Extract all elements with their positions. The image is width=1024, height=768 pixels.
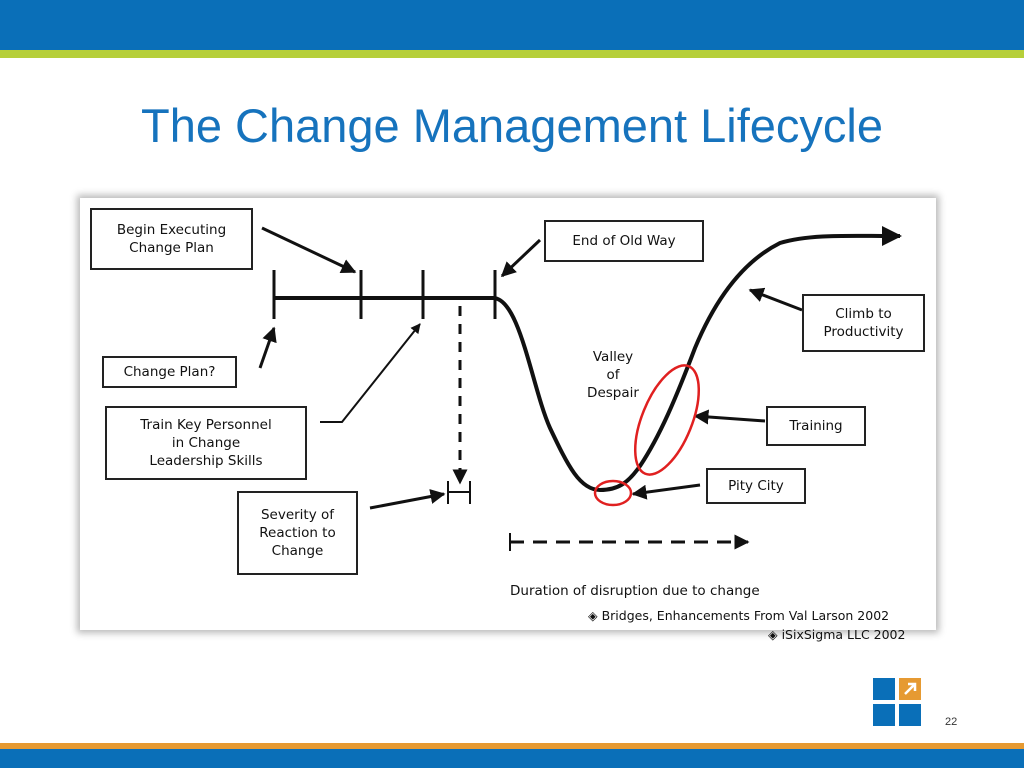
duration-label: Duration of disruption due to change [510, 583, 760, 599]
end-old-way-arrow [500, 238, 542, 278]
change-plan-arrow [258, 326, 277, 369]
diagram-lines [258, 226, 902, 551]
train-personnel-arrow [320, 323, 421, 423]
lifecycle-curve [492, 233, 891, 493]
training-highlight-ellipse [633, 364, 701, 476]
credit-bridges: ◈ Bridges, Enhancements From Val Larson … [588, 608, 890, 623]
climb-to-productivity-label: Climb to Productivity [802, 294, 925, 352]
pity-city-arrow [631, 483, 701, 500]
brand-logo [873, 678, 921, 726]
climb-arrow [748, 287, 803, 312]
header-band [0, 0, 1024, 50]
footer-accent-stripe [0, 743, 1024, 749]
pity-city-highlight-ellipse [593, 479, 633, 507]
change-plan-label: Change Plan? [102, 356, 237, 388]
training-arrow [693, 409, 766, 425]
severity-of-reaction-label: Severity of Reaction to Change [237, 491, 358, 575]
end-of-old-way-label: End of Old Way [544, 220, 704, 262]
valley-of-despair-label: Valley of Despair [587, 349, 639, 401]
footer-band [0, 749, 1024, 768]
credit-isixsigma: ◈ iSixSigma LLC 2002 [768, 627, 906, 642]
training-label: Training [766, 406, 866, 446]
slide-title: The Change Management Lifecycle [141, 99, 883, 152]
begin-executing-label: Begin Executing Change Plan [90, 208, 253, 270]
train-key-personnel-label: Train Key Personnel in Change Leadership… [105, 406, 307, 480]
pity-city-label: Pity City [706, 468, 806, 504]
header-accent-stripe [0, 50, 1024, 58]
change-lifecycle-diagram: Begin Executing Change Plan End of Old W… [80, 198, 936, 642]
severity-arrow [369, 489, 446, 510]
begin-executing-arrow [261, 226, 357, 274]
page-number: 22 [945, 716, 958, 728]
arrow-up-right-icon [904, 682, 917, 695]
